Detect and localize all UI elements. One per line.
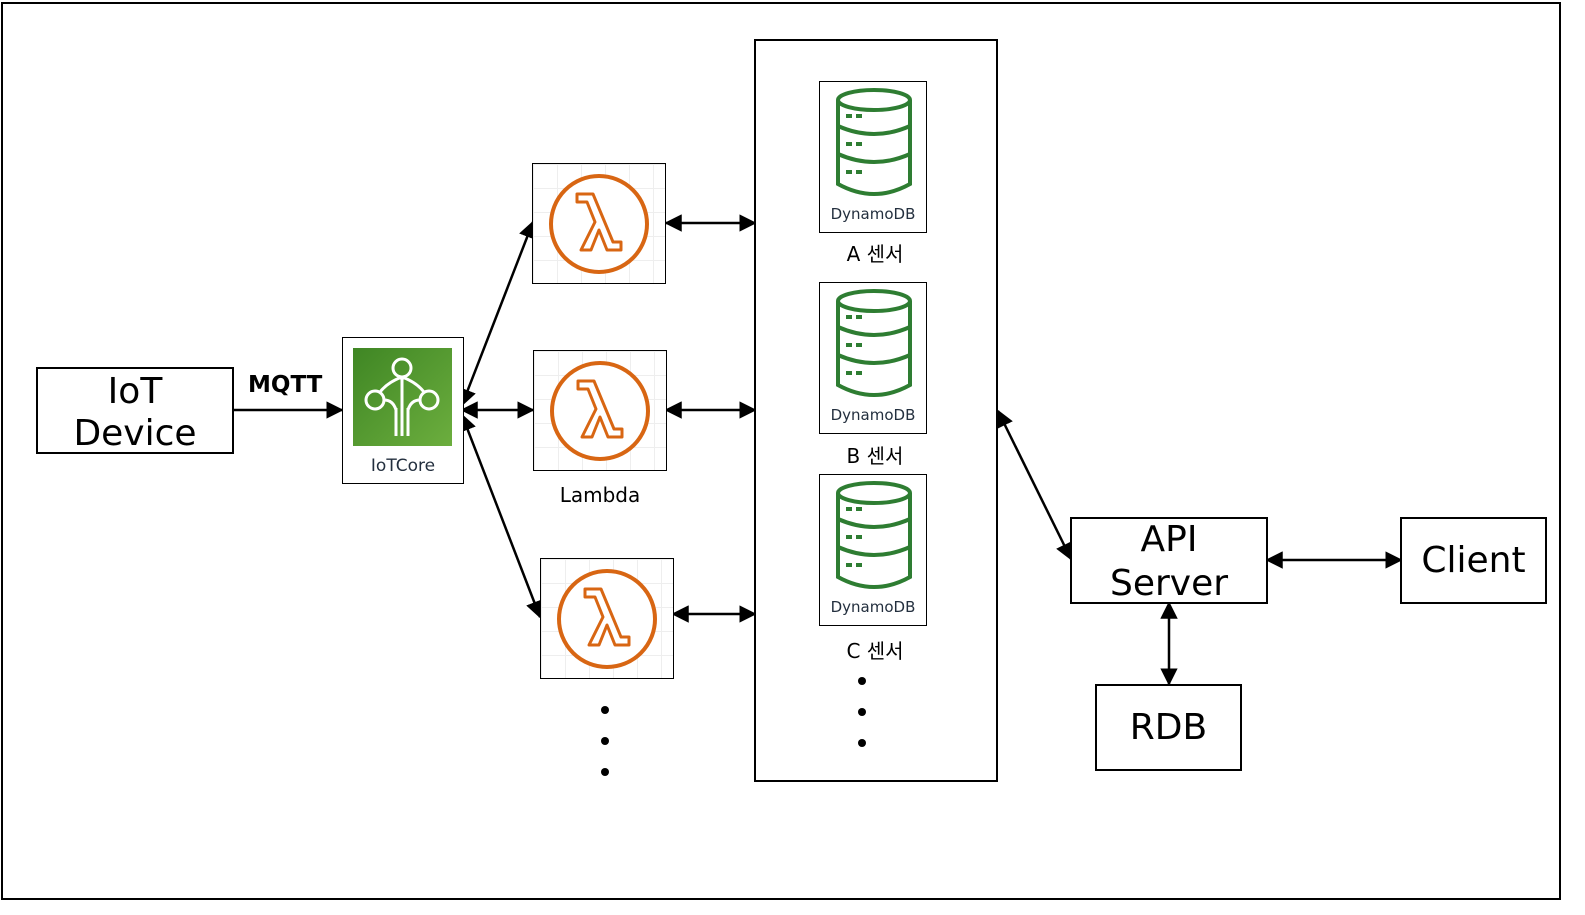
ellipsis-dot [858,708,866,716]
dynamodb-label: DynamoDB [830,598,916,616]
dynamodb-node-b: DynamoDB [819,282,927,434]
dynamodb-icon [836,289,912,397]
arrow-iotcore-lambda1 [459,220,536,407]
iot-device-label-line1: IoT [107,371,163,412]
api-server-label-line2: Server [1109,563,1229,604]
lambda-node-1 [532,163,666,284]
dynamodb-label: DynamoDB [830,205,916,223]
iot-device-box: IoT Device [36,367,234,454]
ellipsis-dot [601,768,609,776]
ellipsis-dot [601,706,609,714]
iot-core-icon [353,348,452,446]
rdb-box: RDB [1095,684,1242,771]
dynamodb-icon [836,481,912,589]
diagram-frame [1,2,1561,900]
lambda-icon [549,174,649,274]
dynamodb-node-c: DynamoDB [819,474,927,626]
api-server-label-line1: API [1140,519,1198,560]
dynamodb-icon [836,88,912,196]
client-box: Client [1400,517,1547,604]
dynamodb-label: DynamoDB [830,406,916,424]
iot-device-label-line2: Device [73,413,197,454]
rdb-label: RDB [1129,707,1208,748]
sensor-a-label: A 센서 [846,242,904,266]
sensor-b-label: B 센서 [846,444,904,468]
api-server-box: API Server [1070,517,1268,604]
arrow-dynamo-api [996,409,1073,561]
lambda-node-2 [533,350,667,471]
lambda-icon [557,569,657,669]
ellipsis-dot [601,737,609,745]
mqtt-label: MQTT [248,372,323,398]
lambda-node-3 [540,558,674,679]
iotcore-node: IoTCore [342,337,464,484]
dynamodb-node-a: DynamoDB [819,81,927,233]
client-label: Client [1421,540,1526,581]
iotcore-label: IoTCore [370,456,436,476]
sensor-c-label: C 센서 [846,639,904,663]
ellipsis-dot [858,677,866,685]
ellipsis-dot [858,739,866,747]
arrow-iotcore-lambda3 [459,413,543,619]
lambda-label: Lambda [559,483,641,507]
lambda-icon [550,361,650,461]
